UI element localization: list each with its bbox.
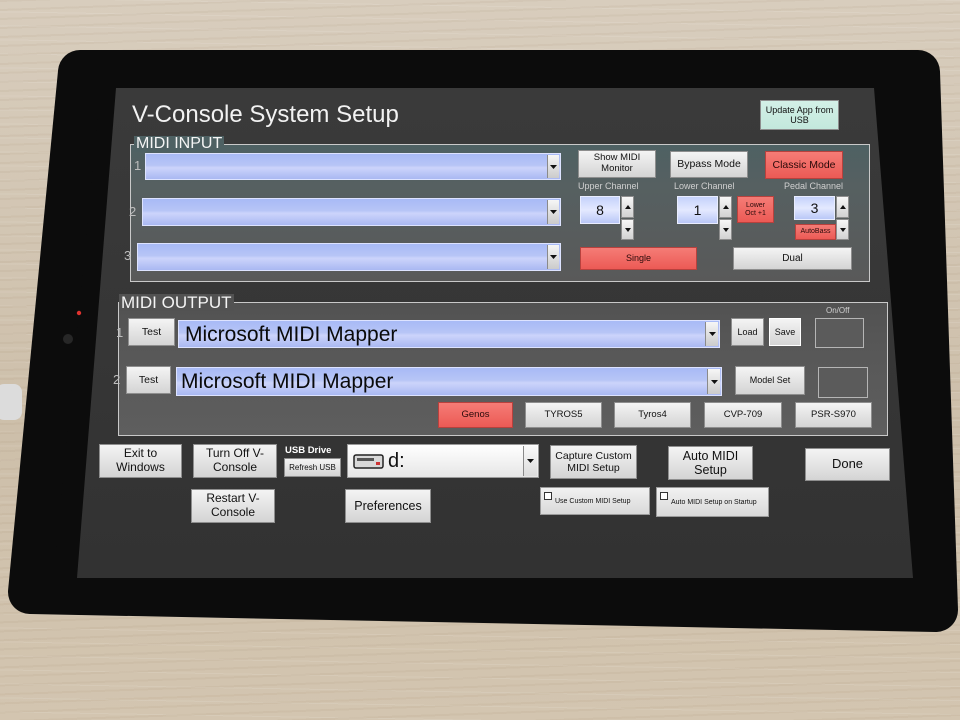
midi-output-label: MIDI OUTPUT (119, 293, 234, 312)
midi-input-1-select[interactable] (145, 153, 561, 180)
midi-output-row-number: 1 (116, 325, 124, 340)
lower-oct-plus-one-button[interactable]: Lower Oct +1 (737, 196, 774, 223)
output-1-on-off-toggle[interactable] (815, 318, 864, 348)
midi-input-row-number: 3 (124, 248, 132, 263)
drive-select[interactable]: d: (347, 444, 539, 478)
triangle-down-icon (722, 227, 729, 232)
front-camera (63, 334, 73, 344)
lower-channel-up-button[interactable] (719, 196, 732, 218)
model-cvp709-button[interactable]: CVP-709 (704, 402, 782, 428)
refresh-usb-button[interactable]: Refresh USB (284, 458, 341, 477)
triangle-up-icon (839, 205, 846, 209)
autobass-button[interactable]: AutoBass (795, 224, 836, 240)
midi-output-2-value: Microsoft MIDI Mapper (181, 370, 394, 393)
single-mode-button[interactable]: Single (580, 247, 697, 270)
usb-drive-label: USB Drive (285, 445, 332, 456)
lower-channel-down-button[interactable] (719, 219, 732, 240)
restart-button[interactable]: Restart V-Console (191, 489, 275, 523)
model-set-button[interactable]: Model Set (735, 366, 805, 395)
use-custom-midi-setup-checkbox[interactable]: Use Custom MIDI Setup (540, 487, 650, 515)
use-custom-midi-setup-label: Use Custom MIDI Setup (555, 497, 631, 505)
lower-channel-value[interactable]: 1 (677, 196, 718, 224)
test-output-1-button[interactable]: Test (128, 318, 175, 346)
midi-input-row-number: 2 (129, 204, 137, 219)
pedal-channel-label: Pedal Channel (784, 181, 844, 191)
chevron-down-icon (550, 210, 557, 214)
midi-input-label: MIDI INPUT (134, 135, 225, 152)
page-title: V-Console System Setup (132, 101, 399, 128)
load-button[interactable]: Load (731, 318, 764, 346)
pedal-channel-down-button[interactable] (836, 219, 849, 240)
on-off-label: On/Off (826, 306, 850, 315)
auto-midi-setup-on-startup-label: Auto MIDI Setup on Startup (671, 498, 757, 506)
triangle-up-icon (624, 205, 631, 209)
output-2-on-off-toggle[interactable] (818, 367, 868, 398)
midi-input-3-dropdown-button[interactable] (547, 245, 559, 269)
lower-channel-label: Lower Channel (674, 181, 735, 191)
upper-channel-value[interactable]: 8 (580, 196, 620, 224)
save-button[interactable]: Save (769, 318, 801, 346)
auto-midi-setup-on-startup-checkbox[interactable]: Auto MIDI Setup on Startup (656, 487, 769, 517)
midi-input-3-select[interactable] (137, 243, 561, 271)
upper-channel-label: Upper Channel (578, 181, 639, 191)
model-psrs970-button[interactable]: PSR-S970 (795, 402, 872, 428)
update-app-button[interactable]: Update App from USB (760, 100, 839, 130)
checkbox-icon[interactable] (544, 492, 552, 500)
turn-off-button[interactable]: Turn Off V-Console (193, 444, 277, 478)
midi-input-1-dropdown-button[interactable] (547, 155, 559, 178)
show-midi-monitor-button[interactable]: Show MIDI Monitor (578, 150, 656, 178)
done-button[interactable]: Done (805, 448, 890, 481)
triangle-down-icon (624, 227, 631, 232)
dual-mode-button[interactable]: Dual (733, 247, 852, 270)
chevron-down-icon (550, 255, 557, 259)
auto-midi-setup-button[interactable]: Auto MIDI Setup (668, 446, 753, 480)
midi-output-2-select[interactable]: Microsoft MIDI Mapper (176, 367, 722, 396)
upper-channel-down-button[interactable] (621, 219, 634, 240)
model-tyros5-button[interactable]: TYROS5 (525, 402, 602, 428)
drive-icon (353, 454, 384, 469)
pedal-channel-up-button[interactable] (836, 196, 849, 218)
drive-value: d: (388, 450, 405, 472)
capture-custom-midi-setup-button[interactable]: Capture Custom MIDI Setup (550, 445, 637, 479)
chevron-down-icon (710, 379, 718, 384)
pedal-channel-value[interactable]: 3 (794, 196, 835, 220)
midi-input-row-number: 1 (134, 158, 142, 173)
model-genos-button[interactable]: Genos (438, 402, 513, 428)
chevron-down-icon (527, 459, 534, 463)
upper-channel-up-button[interactable] (621, 196, 634, 218)
bypass-mode-button[interactable]: Bypass Mode (670, 151, 748, 178)
status-led (76, 310, 82, 316)
triangle-up-icon (722, 205, 729, 209)
usb-cable (0, 384, 22, 420)
test-output-2-button[interactable]: Test (126, 366, 171, 394)
midi-output-1-select[interactable]: Microsoft MIDI Mapper (178, 320, 720, 348)
midi-output-row-number: 2 (113, 372, 121, 387)
midi-output-1-dropdown-button[interactable] (705, 322, 718, 346)
preferences-button[interactable]: Preferences (345, 489, 431, 523)
triangle-down-icon (839, 227, 846, 232)
exit-to-windows-button[interactable]: Exit to Windows (99, 444, 182, 478)
checkbox-icon[interactable] (660, 492, 668, 500)
midi-output-1-value: Microsoft MIDI Mapper (185, 323, 398, 346)
classic-mode-button[interactable]: Classic Mode (765, 151, 843, 179)
chevron-down-icon (550, 164, 557, 169)
midi-input-2-select[interactable] (142, 198, 561, 226)
drive-dropdown-button[interactable] (523, 446, 537, 476)
model-tyros4-button[interactable]: Tyros4 (614, 402, 691, 428)
midi-input-2-dropdown-button[interactable] (547, 200, 559, 224)
chevron-down-icon (708, 332, 716, 336)
midi-output-2-dropdown-button[interactable] (707, 369, 720, 394)
